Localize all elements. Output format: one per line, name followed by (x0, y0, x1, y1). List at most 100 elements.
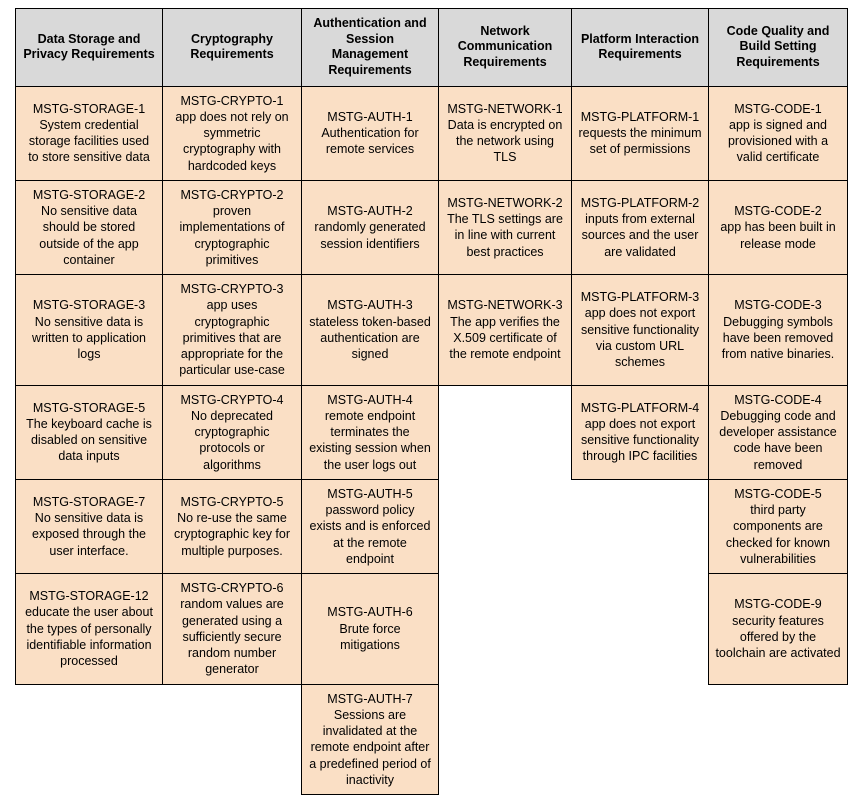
requirement-text: Data is encrypted on the network using T… (447, 117, 563, 165)
requirement-text: System credential storage facilities use… (28, 117, 150, 165)
table-row: MSTG-STORAGE-2 No sensitive data should b… (15, 179, 848, 276)
empty-cell (162, 684, 302, 795)
column-header-platform: Platform Interaction Requirements (571, 8, 709, 87)
requirement-text: Debugging symbols have been removed from… (721, 314, 835, 362)
requirement-cell: MSTG-STORAGE-2 No sensitive data should b… (15, 179, 163, 276)
requirement-id: MSTG-AUTH-6 (327, 605, 413, 620)
requirement-text: remote endpoint terminates the existing … (309, 408, 431, 472)
requirement-id: MSTG-CODE-2 (734, 204, 822, 218)
requirement-id: MSTG-STORAGE-1 (32, 101, 146, 116)
requirement-id: MSTG-AUTH-1 (327, 109, 413, 124)
requirement-id: MSTG-AUTH-3 (327, 298, 413, 313)
requirement-text: app does not export sensitive functional… (580, 306, 700, 370)
empty-cell (571, 479, 709, 574)
requirement-text: educate the user about the types of pers… (25, 605, 153, 669)
requirement-id: MSTG-CODE-9 (734, 597, 822, 612)
requirement-id: MSTG-CODE-5 (734, 486, 822, 501)
requirement-id: MSTG-CODE-4 (734, 392, 822, 407)
requirement-id: MSTG-PLATFORM-1 (580, 109, 700, 124)
requirement-id: MSTG-PLATFORM-2 (580, 195, 700, 210)
requirement-text: random values are generated using a suff… (180, 597, 284, 677)
requirement-text: No deprecated cryptographic protocols or… (190, 408, 273, 472)
requirement-id: MSTG-PLATFORM-4 (580, 400, 700, 415)
requirement-id: MSTG-STORAGE-2 (32, 187, 146, 202)
empty-cell (438, 385, 572, 480)
requirement-text: The TLS settings are in line with curren… (447, 212, 563, 259)
requirement-id: MSTG-CRYPTO-4 (180, 392, 284, 407)
requirement-id: MSTG-CRYPTO-1 (180, 93, 284, 108)
empty-cell (708, 684, 848, 795)
requirement-cell: MSTG-PLATFORM-1 requests the minimum set … (571, 85, 709, 181)
empty-cell (438, 573, 572, 684)
requirement-cell: MSTG-CRYPTO-6 random values are generated… (162, 573, 302, 685)
requirement-text: third party components are checked for k… (725, 503, 831, 566)
requirement-text: app does not export sensitive functional… (580, 416, 700, 464)
requirement-text: Sessions are invalidated at the remote e… (309, 707, 431, 787)
requirement-id: MSTG-NETWORK-2 (447, 195, 563, 210)
requirement-text: No sensitive data is written to applicat… (32, 314, 146, 362)
requirement-id: MSTG-PLATFORM-3 (580, 290, 700, 305)
requirement-id: MSTG-CODE-3 (734, 298, 822, 313)
requirement-id: MSTG-CRYPTO-2 (180, 187, 284, 202)
requirement-id: MSTG-NETWORK-3 (447, 298, 563, 313)
requirement-id: MSTG-STORAGE-5 (32, 400, 146, 415)
requirement-cell: MSTG-CODE-5 third party components are ch… (708, 478, 848, 575)
empty-cell (438, 479, 572, 574)
requirement-text: No sensitive data is exposed through the… (32, 511, 146, 558)
requirement-id: MSTG-STORAGE-12 (29, 589, 149, 604)
requirement-text: requests the minimum set of permissions (578, 126, 702, 157)
mstg-requirements-table: Data Storage and Privacy Requirements Cr… (15, 8, 848, 795)
requirement-text: app has been built in release mode (720, 220, 836, 251)
empty-cell (571, 684, 709, 795)
requirement-text: app does not rely on symmetric cryptogra… (175, 109, 289, 173)
table-header-row: Data Storage and Privacy Requirements Cr… (15, 8, 848, 87)
requirement-id: MSTG-AUTH-4 (327, 392, 413, 407)
column-header-code-quality: Code Quality and Build Setting Requireme… (708, 8, 848, 87)
requirement-text: app is signed and provisioned with a val… (727, 117, 829, 165)
requirement-text: No sensitive data should be stored outsi… (39, 204, 139, 267)
requirement-id: MSTG-AUTH-7 (327, 691, 413, 706)
requirement-id: MSTG-CRYPTO-5 (180, 494, 284, 509)
requirement-id: MSTG-AUTH-5 (327, 486, 413, 501)
requirement-text: inputs from external sources and the use… (581, 212, 699, 259)
table-header: Data Storage and Privacy Requirements Cr… (15, 8, 848, 87)
empty-cell (15, 684, 163, 795)
empty-cell (438, 684, 572, 795)
requirement-text: Debugging code and developer assistance … (719, 408, 837, 472)
column-header-data-storage: Data Storage and Privacy Requirements (15, 8, 163, 87)
requirement-text: password policy exists and is enforced a… (309, 503, 431, 566)
requirement-cell: MSTG-AUTH-5 password policy exists and is… (301, 478, 439, 575)
requirement-text: security features offered by the toolcha… (715, 613, 841, 661)
requirement-text: The app verifies the X.509 certificate o… (449, 314, 561, 362)
requirement-id: MSTG-CRYPTO-6 (180, 581, 284, 595)
requirement-id: MSTG-STORAGE-7 (32, 494, 146, 509)
requirement-id: MSTG-NETWORK-1 (447, 101, 563, 116)
requirements-matrix-container: Data Storage and Privacy Requirements Cr… (15, 8, 848, 795)
empty-cell (571, 573, 709, 684)
requirement-id: MSTG-CODE-1 (734, 101, 822, 116)
requirement-text: randomly generated session identifiers (314, 220, 426, 251)
table-row: MSTG-STORAGE-7 No sensitive data is expos… (15, 478, 848, 575)
